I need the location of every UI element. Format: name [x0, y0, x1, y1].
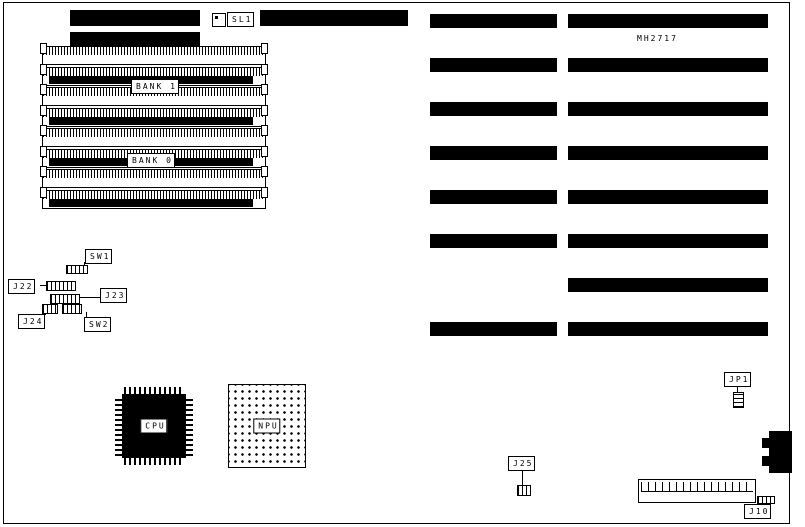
j23-leader-line [79, 297, 100, 298]
cpu-pins-bottom [124, 458, 184, 465]
sl1-component [212, 13, 226, 27]
j25-label: J25 [508, 456, 536, 471]
bottom-pin-header [638, 479, 756, 503]
j10-label: J10 [744, 504, 772, 519]
cpu-label: CPU [140, 418, 168, 434]
expansion-slot [430, 234, 557, 248]
keyboard-connector-tab [762, 456, 770, 466]
j23-connector [50, 294, 80, 304]
simm-socket [40, 105, 268, 127]
npu-label: NPU [253, 418, 281, 434]
j22-leader-line [40, 285, 46, 286]
expansion-slot [568, 190, 768, 204]
cpu-chip: CPU [115, 387, 193, 465]
expansion-slot [568, 58, 768, 72]
jp1-label: JP1 [724, 372, 752, 387]
bottom-pin-header-teeth [641, 482, 753, 492]
simm-socket [40, 43, 268, 65]
sw2-label: SW2 [84, 317, 112, 332]
sw2-switch [62, 304, 82, 314]
j22-label: J22 [8, 279, 36, 294]
expansion-slot [568, 146, 768, 160]
bank1-label: BANK 1 [131, 79, 179, 94]
keyboard-connector-tab [762, 438, 770, 448]
expansion-slot [430, 322, 557, 336]
sw2-leader-line [86, 312, 87, 317]
simm-socket [40, 125, 268, 147]
cpu-pins-right [186, 396, 193, 456]
expansion-slot [430, 14, 557, 28]
j25-jumper [517, 485, 531, 496]
expansion-slot [430, 58, 557, 72]
board-part-number: MH2717 [637, 34, 678, 43]
expansion-slot [430, 190, 557, 204]
cpu-pins-left [115, 396, 122, 456]
sw1-switch [66, 265, 88, 274]
expansion-slot [568, 102, 768, 116]
simm-socket [40, 166, 268, 188]
jp1-jumper [733, 392, 744, 408]
j25-leader-line [522, 471, 523, 485]
jp1-leader-line [737, 387, 738, 392]
board-outline [3, 2, 790, 524]
keyboard-connector [769, 431, 792, 473]
simm-socket [40, 84, 268, 106]
j22-connector [46, 281, 76, 291]
sw1-leader-line [84, 262, 85, 266]
j10-jumper [757, 496, 775, 504]
expansion-slot [568, 14, 768, 28]
j24-jumper [42, 304, 58, 314]
simm-module [49, 199, 253, 207]
sl1-label: SL1 [227, 12, 255, 27]
cpu-pins-top [124, 387, 184, 394]
expansion-slot [568, 322, 768, 336]
expansion-slot [568, 278, 768, 292]
sw1-label: SW1 [85, 249, 113, 264]
top-bar [70, 32, 200, 48]
j24-label: J24 [18, 314, 46, 329]
sl1-pin1-dot [215, 16, 218, 19]
bank0-label: BANK 0 [127, 153, 175, 168]
simm-module [49, 117, 253, 125]
j23-label: J23 [100, 288, 128, 303]
top-bar [70, 10, 200, 26]
top-bar [260, 10, 408, 26]
expansion-slot [430, 102, 557, 116]
expansion-slot [430, 146, 557, 160]
simm-socket [40, 187, 268, 209]
npu-socket: NPU [228, 384, 306, 468]
expansion-slot [568, 234, 768, 248]
